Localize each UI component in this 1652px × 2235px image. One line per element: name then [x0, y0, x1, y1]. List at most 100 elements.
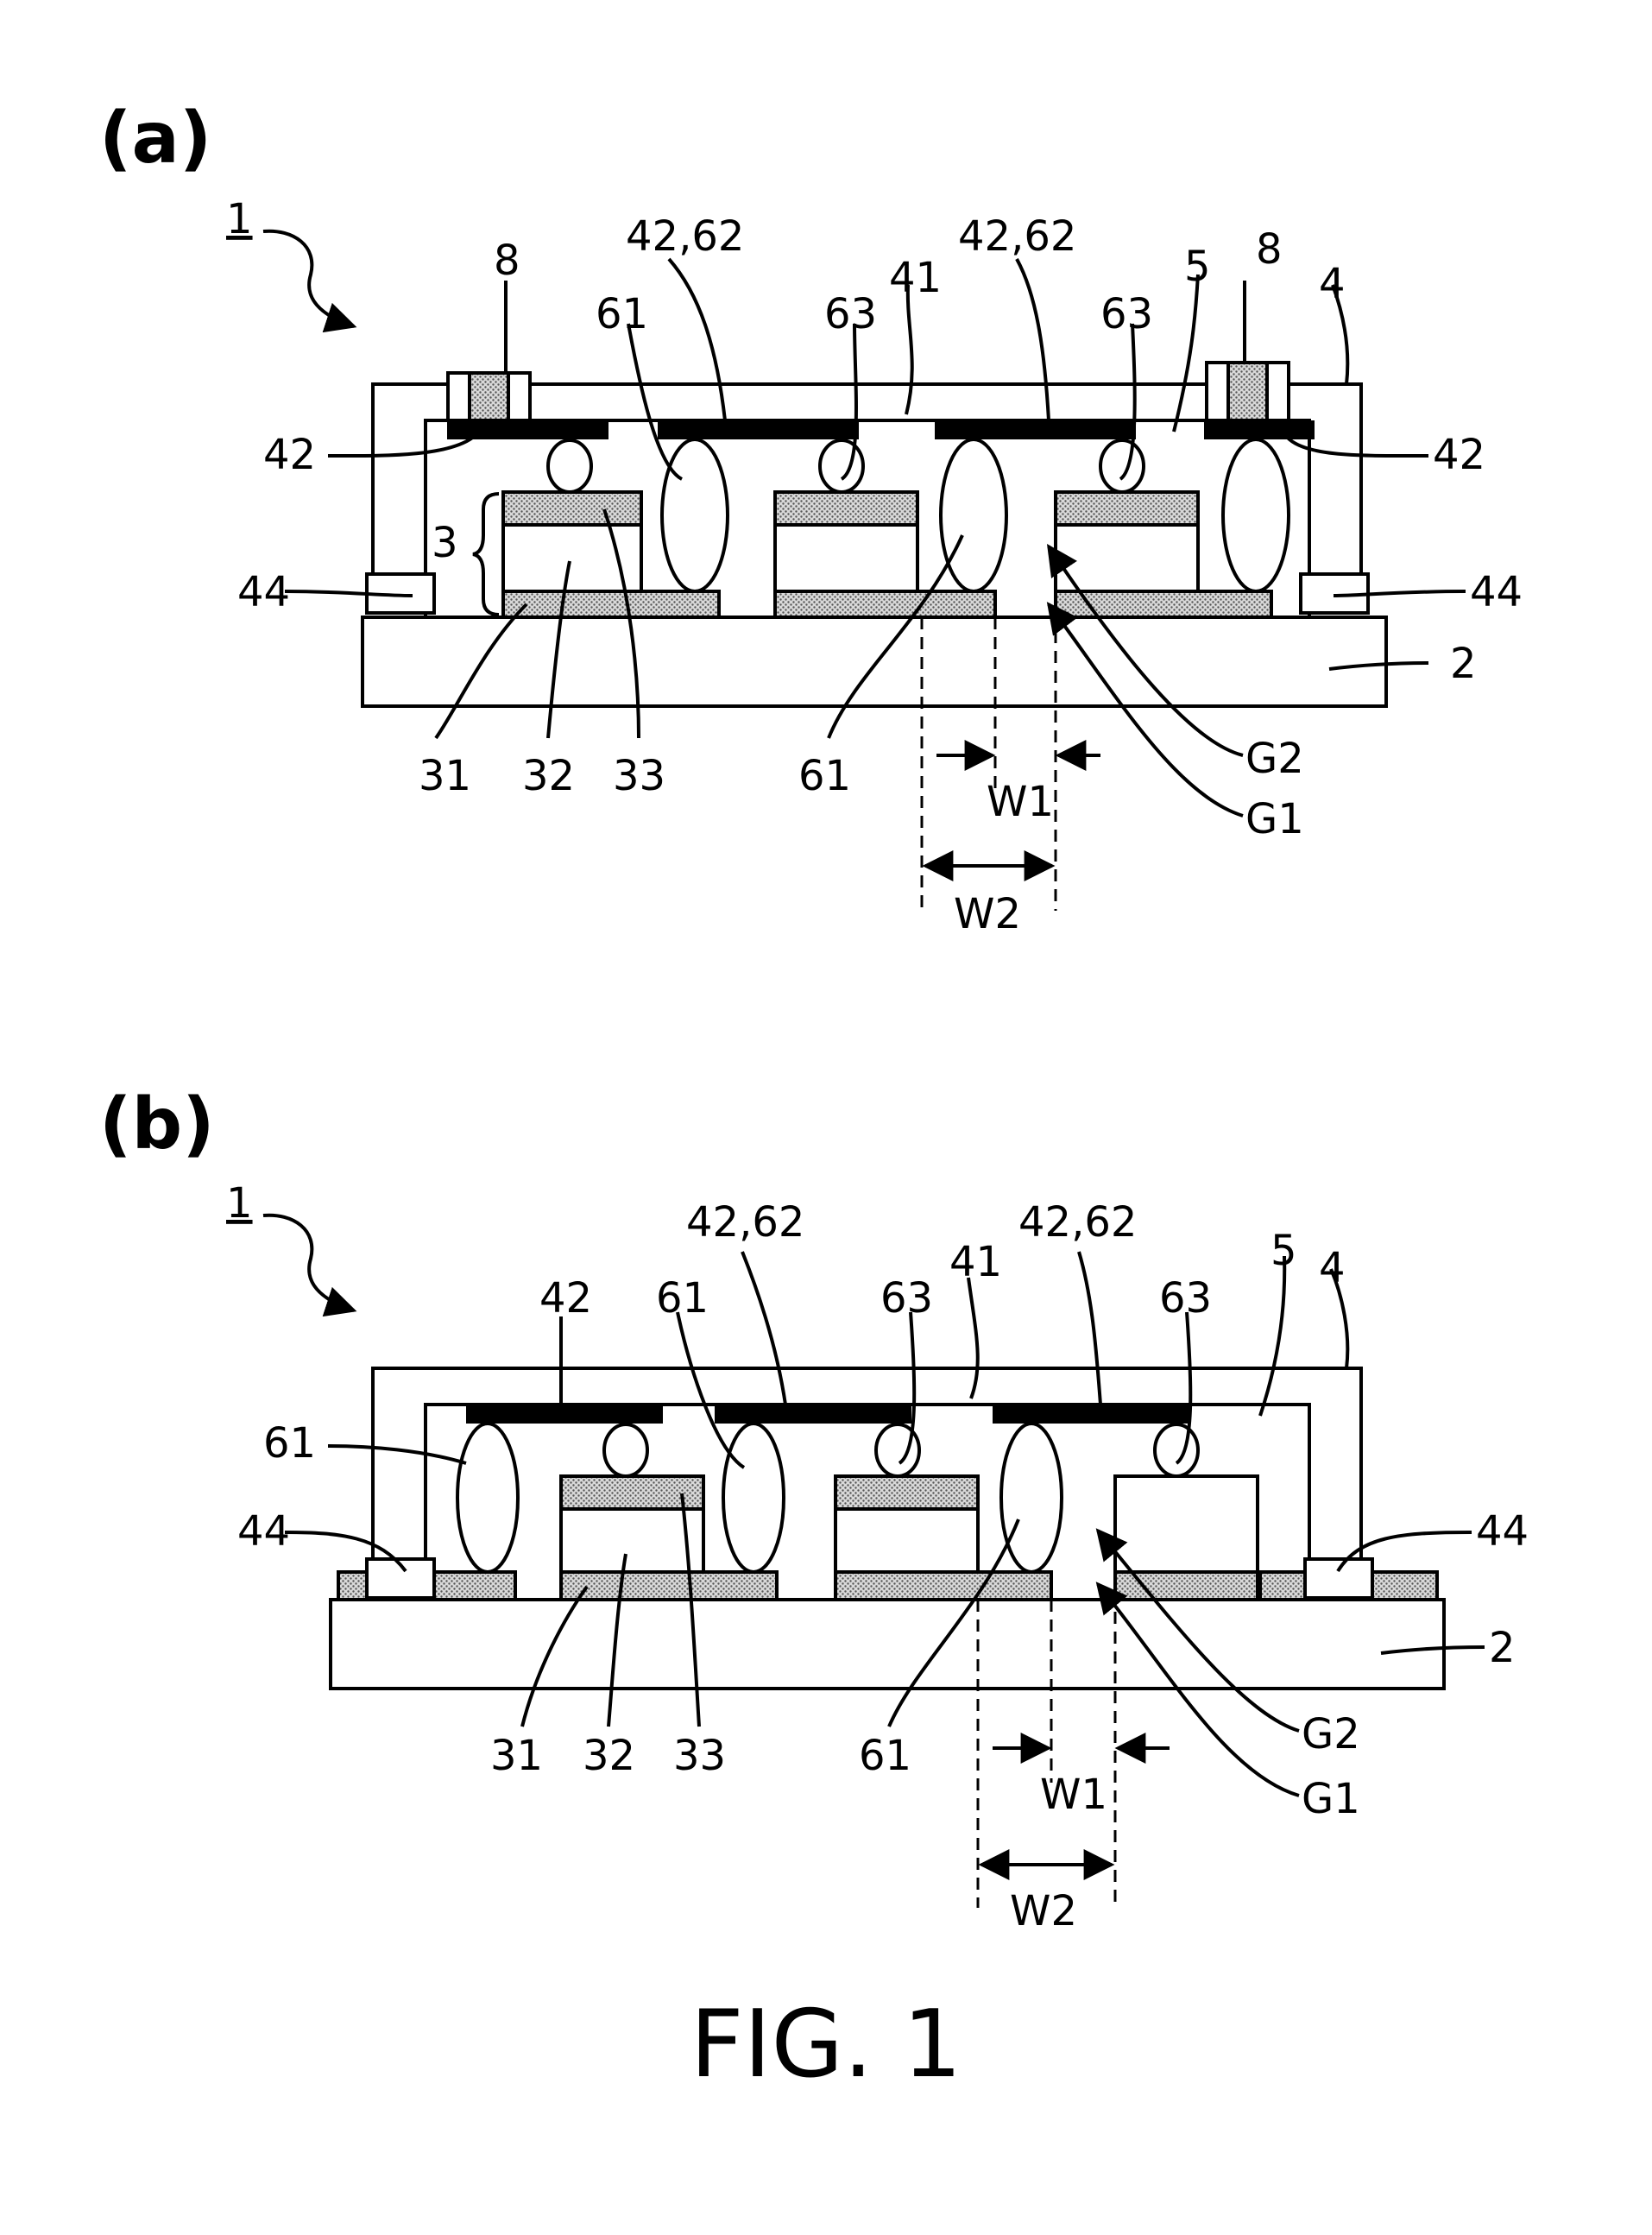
label-gap1: G1	[1245, 795, 1304, 843]
label-bump-bottom-b: 61	[859, 1732, 911, 1780]
label-top-electrode-b: 33	[673, 1732, 726, 1780]
label-el-mid1: 42,62	[626, 212, 744, 261]
led2-top-electrode	[775, 492, 917, 525]
label-top-cavity-b: 41	[949, 1238, 1002, 1286]
label-elec-left-b: 42	[539, 1274, 592, 1323]
panel-a: (a) 1	[99, 98, 1523, 938]
led-brace	[473, 494, 499, 615]
bump-2-b	[723, 1424, 784, 1572]
substrate-b	[331, 1600, 1444, 1689]
label-substrate: 2	[1450, 640, 1477, 688]
label-pad-left: 8	[494, 237, 520, 285]
label-bump-left-b: 61	[263, 1419, 316, 1468]
bump-2	[941, 439, 1006, 591]
label-width1-b: W1	[1040, 1771, 1107, 1819]
label-wire-right: 63	[1100, 290, 1153, 338]
wire-bump-3-b	[1155, 1424, 1198, 1476]
panel-b: (b) 1	[99, 1083, 1529, 1935]
top-electrode-3	[935, 420, 1136, 439]
panel-a-label: (a)	[99, 98, 211, 180]
led2-body	[775, 525, 917, 591]
label-substrate-b: 2	[1489, 1624, 1516, 1672]
device-arrow	[263, 231, 354, 326]
device-label-b: 1	[226, 1179, 253, 1228]
label-body: 32	[522, 752, 575, 800]
wire-bump-2	[820, 440, 863, 492]
label-cover: 4	[1319, 260, 1346, 308]
pad-right-core	[1228, 363, 1267, 420]
leader-el-mid2-b	[1079, 1252, 1100, 1405]
bump-1-b	[457, 1424, 518, 1572]
label-elec-left: 42	[263, 431, 316, 479]
label-width2: W2	[954, 890, 1021, 938]
device-label: 1	[226, 195, 253, 243]
led3-body-b	[1115, 1476, 1258, 1572]
led1-bottom-electrode	[503, 591, 719, 617]
label-el-mid1-b: 42,62	[686, 1198, 804, 1247]
label-el-mid2-b: 42,62	[1018, 1198, 1137, 1247]
label-wire-left: 63	[824, 290, 877, 338]
led1-top-electrode	[503, 492, 641, 525]
leader-el-mid1-b	[742, 1252, 785, 1405]
label-seal-left: 44	[237, 568, 290, 616]
pad-left-core	[470, 373, 508, 420]
led1-body-b	[561, 1509, 703, 1572]
label-body-b: 32	[583, 1732, 635, 1780]
led2-bottom-electrode-b	[835, 1572, 1051, 1600]
led3-body	[1056, 525, 1198, 591]
led3-top-electrode	[1056, 492, 1198, 525]
top-electrode-3-b	[993, 1405, 1189, 1424]
leader-el-mid2	[1017, 259, 1049, 420]
label-space-b: 5	[1271, 1227, 1297, 1275]
bump-1	[662, 439, 728, 591]
led1-bottom-electrode-b	[561, 1572, 777, 1600]
leader-5-b	[1260, 1256, 1284, 1416]
label-bump-bottom: 61	[798, 752, 851, 800]
label-gap2: G2	[1245, 735, 1304, 783]
label-bottom-electrode: 31	[419, 752, 471, 800]
leader-61-left-b	[328, 1446, 466, 1463]
device-arrow-b	[263, 1215, 354, 1310]
label-led: 3	[432, 519, 458, 567]
label-width1: W1	[987, 778, 1054, 826]
wire-bump-1	[548, 440, 591, 492]
label-seal-right-b: 44	[1476, 1507, 1529, 1556]
label-wire-left-b: 63	[880, 1274, 933, 1323]
panel-b-label: (b)	[99, 1083, 215, 1165]
label-space: 5	[1184, 243, 1211, 291]
leader-41	[906, 285, 912, 414]
led2-body-b	[835, 1509, 978, 1572]
top-electrode-2-b	[715, 1405, 911, 1424]
label-bump-top-b: 61	[656, 1274, 709, 1323]
top-electrode-4	[1204, 420, 1315, 439]
bump-3-b	[1001, 1424, 1062, 1572]
label-bump-top: 61	[596, 290, 648, 338]
label-gap2-b: G2	[1302, 1710, 1360, 1758]
label-elec-right: 42	[1433, 431, 1485, 479]
label-width2-b: W2	[1010, 1887, 1077, 1935]
figure-caption: FIG. 1	[690, 1991, 962, 2099]
label-seal-right: 44	[1470, 568, 1523, 616]
label-wire-right-b: 63	[1159, 1274, 1212, 1323]
label-bottom-electrode-b: 31	[490, 1732, 543, 1780]
leader-el-mid1	[669, 259, 725, 420]
leader-41-b	[968, 1278, 978, 1398]
substrate	[363, 617, 1386, 706]
label-gap1-b: G1	[1302, 1775, 1360, 1823]
top-electrode-1-b	[466, 1405, 663, 1424]
led2-bottom-electrode	[775, 591, 995, 617]
wire-bump-1-b	[604, 1424, 647, 1476]
top-electrode-2	[658, 420, 859, 439]
label-top-electrode: 33	[613, 752, 665, 800]
bump-3	[1223, 439, 1289, 591]
label-el-mid2: 42,62	[958, 212, 1076, 261]
label-seal-left-b: 44	[237, 1507, 290, 1556]
label-cover-b: 4	[1319, 1244, 1346, 1292]
leader-5	[1174, 275, 1198, 432]
label-top-cavity: 41	[889, 254, 942, 302]
led2-top-electrode-b	[835, 1476, 978, 1509]
wire-bump-3	[1100, 440, 1144, 492]
seal-right-b	[1305, 1559, 1372, 1598]
label-pad-right: 8	[1256, 225, 1283, 274]
